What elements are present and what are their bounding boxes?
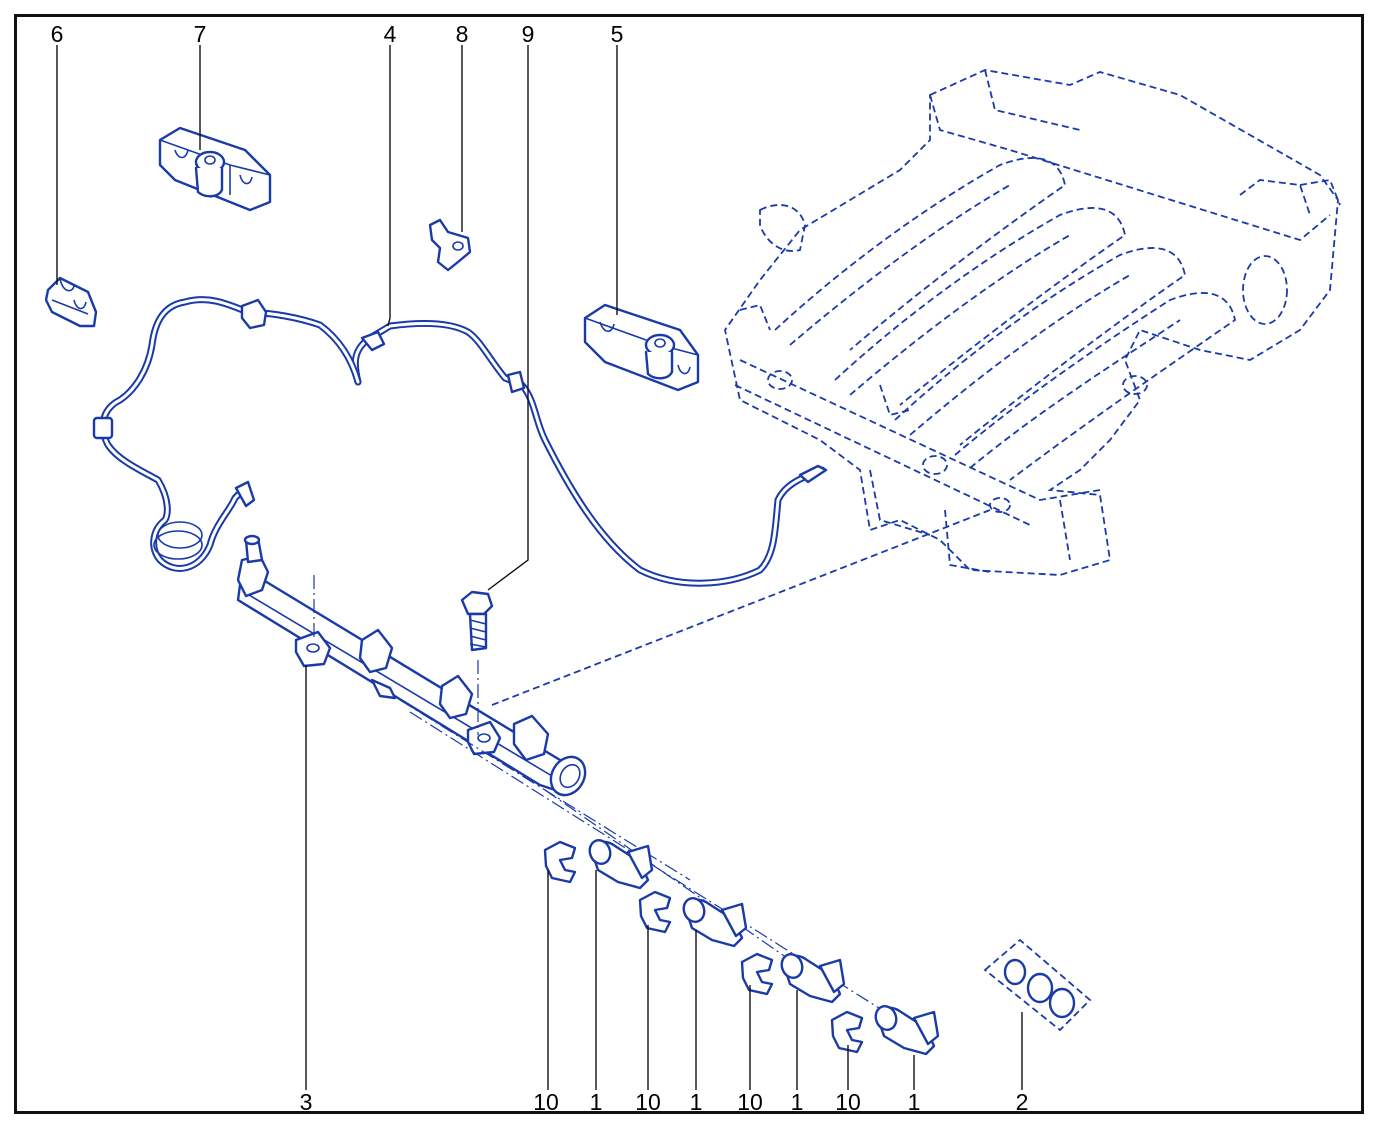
alignment-line bbox=[491, 509, 991, 706]
callout-10: 10 bbox=[533, 1089, 559, 1115]
callout-9: 9 bbox=[522, 21, 535, 47]
retaining-clips-part-10 bbox=[543, 840, 864, 1054]
clip-part-6 bbox=[44, 276, 98, 328]
clip-part-7 bbox=[158, 126, 272, 212]
callout-4: 4 bbox=[384, 21, 397, 47]
injectors-part-1 bbox=[588, 839, 940, 1056]
diagram-frame bbox=[14, 14, 1364, 1114]
fuel-pipe-part-4 bbox=[92, 296, 828, 587]
callout-1: 1 bbox=[690, 1089, 703, 1115]
clip-part-5 bbox=[583, 303, 700, 392]
callout-1: 1 bbox=[908, 1089, 921, 1115]
callout-1: 1 bbox=[590, 1089, 603, 1115]
callout-1: 1 bbox=[791, 1089, 804, 1115]
leader-lines bbox=[56, 45, 1023, 1090]
callout-5: 5 bbox=[611, 21, 624, 47]
callout-7: 7 bbox=[194, 21, 207, 47]
centerline bbox=[544, 789, 791, 961]
callout-6: 6 bbox=[51, 21, 64, 47]
callout-3: 3 bbox=[300, 1089, 313, 1115]
bolt-part-9 bbox=[460, 590, 494, 652]
callout-labels: 6 7 4 8 9 5 3 10 1 10 1 10 1 10 1 2 bbox=[51, 21, 1029, 1115]
callout-10: 10 bbox=[835, 1089, 861, 1115]
callout-2: 2 bbox=[1016, 1089, 1029, 1115]
clip-part-8 bbox=[428, 218, 472, 272]
fuel-rail-part-3 bbox=[236, 534, 587, 797]
intake-manifold-outline bbox=[724, 69, 1341, 576]
callout-10: 10 bbox=[635, 1089, 661, 1115]
callout-10: 10 bbox=[737, 1089, 763, 1115]
seal-kit-part-2 bbox=[983, 938, 1092, 1032]
callout-8: 8 bbox=[456, 21, 469, 47]
